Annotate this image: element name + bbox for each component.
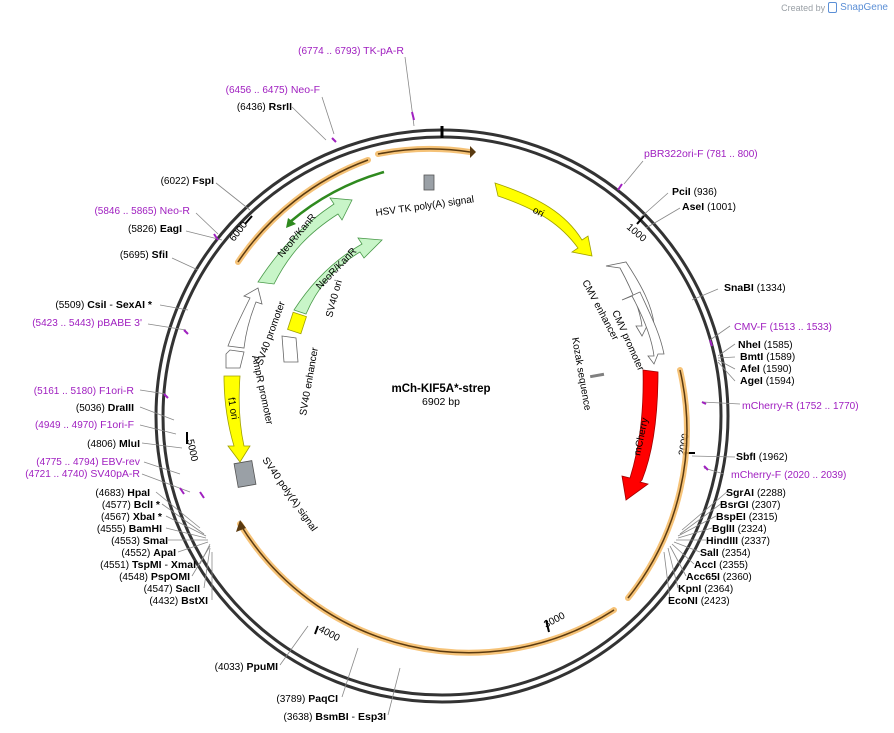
primer-pbr322ori-f: pBR322ori-F (781 .. 800) [644, 148, 758, 160]
enzyme-econi: EcoNI (2423) [668, 595, 730, 607]
enzyme-bspei: BspEI (2315) [716, 511, 778, 523]
primer-neo-r: (5846 .. 5865) Neo-R [94, 205, 190, 217]
primer-f1ori-f: (4949 .. 4970) F1ori-F [35, 419, 134, 431]
watermark-prefix: Created by [781, 2, 826, 13]
snapgene-logo-icon [828, 2, 838, 13]
feature-f1-ori [223, 375, 251, 463]
enzyme-bsrgi: BsrGI (2307) [720, 499, 780, 511]
feature-neor-kanr-outer [257, 197, 353, 285]
enzyme-eagi: (5826) EagI [128, 223, 182, 235]
enzyme-ppumi: (4033) PpuMI [215, 661, 278, 673]
enzyme-bglii: BglII (2324) [712, 523, 767, 535]
feature-ampr-promoter [225, 349, 245, 369]
feature-cmv-enhancer [605, 261, 655, 337]
enzyme-paqci: (3789) PaqCI [276, 693, 338, 705]
enzyme-nhei: NheI (1585) [738, 339, 793, 351]
primer-mcherry-f: mCherry-F (2020 .. 2039) [731, 469, 846, 481]
enzyme-csii: (5509) CsiI - SexAI * [55, 299, 153, 311]
enzyme-sbfi: SbfI (1962) [736, 451, 788, 463]
enzyme-draiii: (5036) DraIII [76, 402, 134, 414]
feature-label-sv40-promoter: SV40 promoter [254, 299, 288, 367]
enzyme-smai: (4553) SmaI [111, 535, 168, 547]
feature-label-neor-kanr-outer: NeoR/KanR [276, 212, 319, 260]
enzyme-kpni: KpnI (2364) [678, 583, 733, 595]
feature-mcherry [621, 369, 659, 501]
enzyme-hindiii: HindIII (2337) [706, 535, 770, 547]
feature-ori [494, 182, 593, 257]
tick-label: 5000 [184, 438, 199, 462]
enzyme-apai: (4552) ApaI [121, 547, 176, 559]
enzyme-pcii: PciI (936) [672, 186, 717, 198]
primer-mcherry-r: mCherry-R (1752 .. 1770) [742, 400, 859, 412]
enzyme-agei: AgeI (1594) [740, 375, 795, 387]
snapgene-watermark: Created by SnapGene [781, 2, 888, 13]
feature-label-sv40-polya: SV40 poly(A) signal [260, 455, 319, 533]
enzyme-bstxi: (4432) BstXI [149, 595, 208, 607]
enzyme-bcli: (4577) BclI * [102, 499, 161, 511]
feature-neor-kanr-inner [293, 237, 383, 315]
plasmid-name: mCh-KIF5A*-strep [391, 383, 490, 395]
feature-label-kozak: Kozak sequence [569, 337, 593, 412]
enzyme-mlui: (4806) MluI [87, 438, 140, 450]
tick-label: 3000 [542, 610, 567, 630]
feature-sv40-promoter [227, 287, 263, 349]
feature-sv40-enhancer [281, 335, 299, 363]
enzyme-bamhi: (4555) BamHI [97, 523, 162, 535]
enzyme-sgrai: SgrAI (2288) [726, 487, 786, 499]
enzyme-xbai: (4567) XbaI * [101, 511, 163, 523]
feature-label-f1-ori: f1 ori [225, 397, 240, 421]
tick-label: 4000 [317, 624, 342, 644]
enzyme-sali: SalI (2354) [700, 547, 751, 559]
enzyme-acc65i: Acc65I (2360) [686, 571, 752, 583]
watermark-brand: SnapGene [840, 2, 888, 13]
primer-cmv-f: CMV-F (1513 .. 1533) [734, 321, 832, 333]
feature-cmv-promoter [621, 291, 665, 365]
enzyme-fspi: (6022) FspI [161, 175, 214, 187]
feature-sv40-polya [233, 460, 257, 488]
enzyme-afei: AfeI (1590) [740, 363, 792, 375]
feature-kozak-sequence [589, 372, 605, 379]
primer-ebv-rev: (4775 .. 4794) EBV-rev [36, 456, 140, 468]
enzyme-snabi: SnaBI (1334) [724, 282, 786, 294]
enzyme-pspomi: (4548) PspOMI [119, 571, 190, 583]
enzyme-sacii: (4547) SacII [144, 583, 200, 595]
feature-label-hsv-tk-polya: HSV TK poly(A) signal [375, 194, 475, 219]
neo-primer-arc [289, 170, 385, 223]
enzyme-acci: AccI (2355) [694, 559, 748, 571]
tick-marks [186, 215, 695, 635]
enzyme-asei: AseI (1001) [682, 201, 736, 213]
enzyme-rsrii: (6436) RsrII [237, 101, 292, 113]
enzyme-bsmbi: (3638) BsmBI - Esp3I [284, 711, 387, 723]
feature-sv40-ori [287, 311, 307, 335]
primer-pbabe3: (5423 .. 5443) pBABE 3' [32, 317, 142, 329]
label-leader-lines [139, 56, 741, 716]
enzyme-bmti: BmtI (1589) [740, 351, 795, 363]
primer-sv40pa-r: (4721 .. 4740) SV40pA-R [25, 468, 140, 480]
plasmid-length: 6902 bp [422, 396, 460, 408]
primer-tk-pa-r: (6774 .. 6793) TK-pA-R [298, 45, 404, 57]
feature-label-sv40-enhancer: SV40 enhancer [298, 346, 321, 416]
feature-label-ori: ori [531, 205, 546, 220]
primer-f1ori-r: (5161 .. 5180) F1ori-R [34, 385, 135, 397]
enzyme-hpai: (4683) HpaI [95, 487, 150, 499]
primer-neo-f: (6456 .. 6475) Neo-F [226, 84, 320, 96]
primer-markers [163, 111, 713, 499]
enzyme-tspmi: (4551) TspMI - XmaI [100, 559, 196, 571]
enzyme-sfii: (5695) SfiI [120, 249, 168, 261]
feature-hsv-tk-polya [423, 174, 435, 191]
